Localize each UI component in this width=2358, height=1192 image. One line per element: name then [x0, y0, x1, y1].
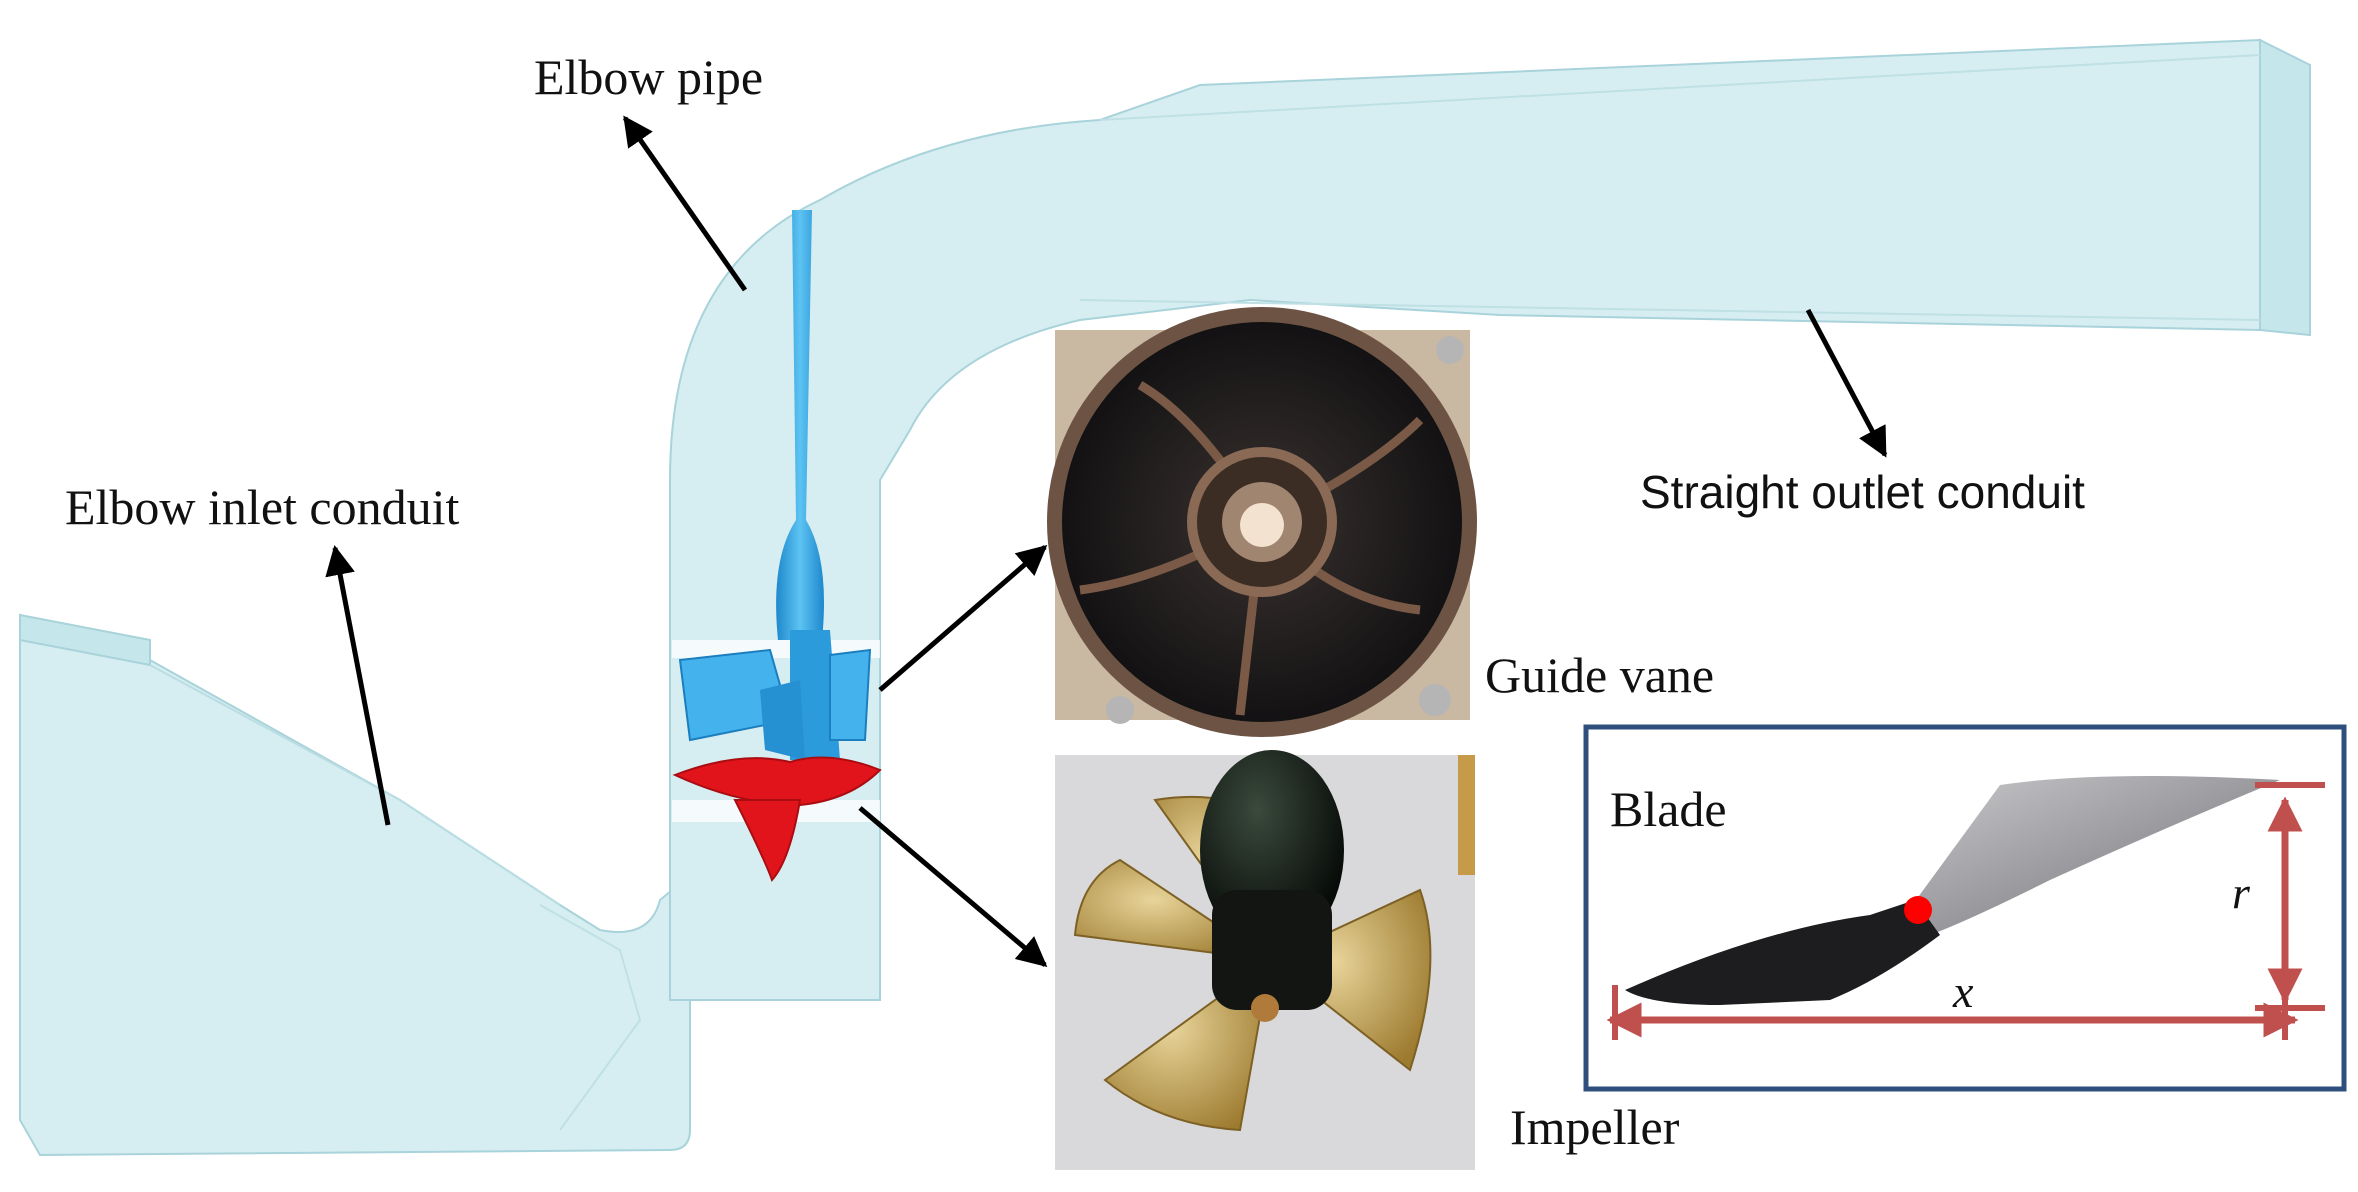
impeller-arrow [858, 806, 1048, 967]
blade-label: Blade [1610, 781, 1727, 837]
x-label: x [1953, 966, 1974, 1017]
callout-arrows [325, 115, 1888, 967]
shaft-and-guide-vane-model [678, 210, 872, 760]
guide-vane-arrow [878, 545, 1048, 692]
elbow-pipe-shape [669, 38, 2311, 1001]
elbow-inlet-conduit-shape [19, 613, 691, 1157]
outlet-conduit-arrow [1805, 308, 1888, 458]
elbow-inlet-conduit-label: Elbow inlet conduit [65, 479, 460, 535]
blade-pivot-dot [1904, 896, 1932, 924]
impeller-label: Impeller [1510, 1099, 1680, 1155]
elbow-pipe-arrow [622, 115, 748, 292]
guide-vane-label: Guide vane [1485, 647, 1715, 703]
guide-vane-photo [1047, 307, 1477, 737]
elbow-pipe-label: Elbow pipe [534, 49, 764, 105]
r-label: r [2232, 867, 2250, 918]
elbow-inlet-arrow [325, 545, 391, 826]
impeller-model [672, 756, 882, 882]
impeller-photo [1055, 750, 1475, 1170]
blade-inset [1583, 724, 2347, 1092]
straight-outlet-conduit-label: Straight outlet conduit [1640, 466, 2085, 518]
